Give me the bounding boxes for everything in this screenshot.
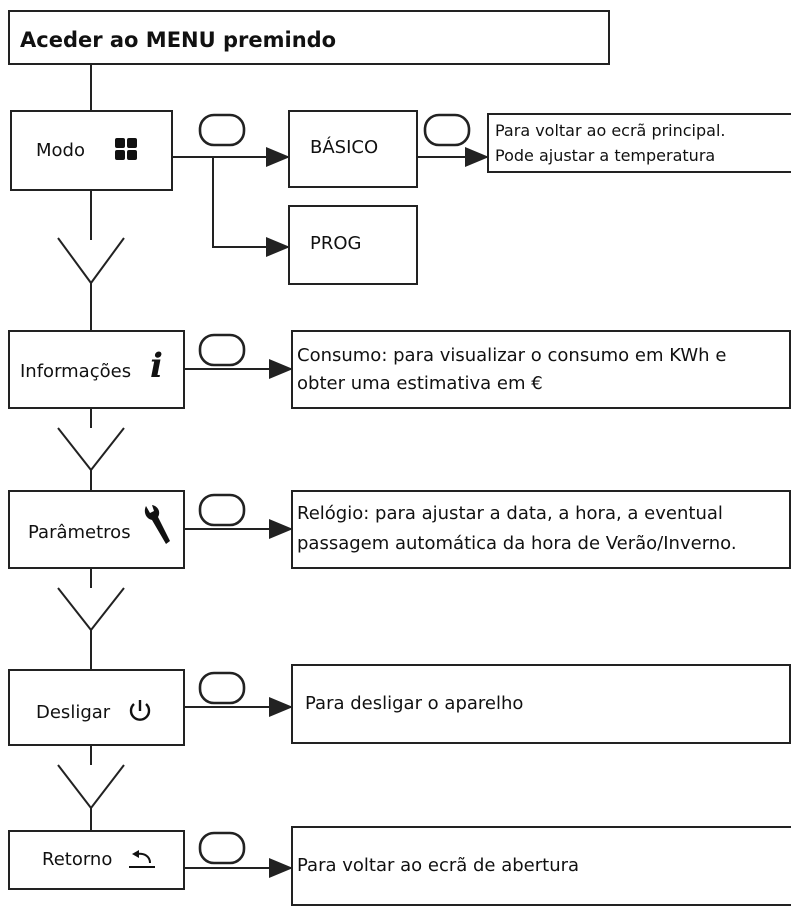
power-icon (129, 700, 151, 721)
oval-button-icon (198, 113, 246, 147)
description-line: passagem automática da hora de Verão/Inv… (297, 533, 737, 554)
chevron-down-icon (57, 427, 125, 472)
four-squares-icon (115, 138, 137, 160)
menu-item-label: Modo (36, 140, 85, 161)
menu-item-modo[interactable]: Modo (10, 110, 173, 191)
chevron-down-icon (57, 237, 125, 285)
oval-button-icon (198, 493, 246, 527)
parametros-description-box: Relógio: para ajustar a data, a hora, a … (291, 490, 791, 569)
retorno-description-box: Para voltar ao ecrã de abertura (291, 826, 791, 906)
submenu-prog[interactable]: PROG (288, 205, 418, 285)
menu-item-label: Retorno (42, 849, 113, 870)
oval-button-icon (423, 113, 471, 147)
chevron-down-icon (57, 587, 125, 632)
description-line: Relógio: para ajustar a data, a hora, a … (297, 503, 723, 524)
oval-button-icon (198, 831, 246, 865)
menu-item-label: Desligar (36, 702, 111, 723)
description-line: Para voltar ao ecrã principal. (495, 121, 726, 140)
oval-button-icon (198, 671, 246, 705)
menu-header-title: Aceder ao MENU premindo (20, 28, 337, 52)
description-line: Para voltar ao ecrã de abertura (297, 855, 580, 876)
return-arrow-icon (129, 850, 155, 868)
menu-item-parametros[interactable]: Parâmetros (8, 490, 185, 569)
oval-button-icon (198, 333, 246, 367)
submenu-label: PROG (310, 233, 362, 254)
wrench-icon (144, 505, 170, 544)
menu-item-label: Informações (20, 361, 132, 382)
menu-item-informacoes[interactable]: Informações i (8, 330, 185, 409)
basico-description-box: Para voltar ao ecrã principal. Pode ajus… (487, 113, 791, 173)
info-i-icon: i (150, 346, 163, 386)
informacoes-description-box: Consumo: para visualizar o consumo em KW… (291, 330, 791, 409)
menu-item-desligar[interactable]: Desligar (8, 669, 185, 746)
submenu-label: BÁSICO (310, 137, 379, 158)
menu-header-box: Aceder ao MENU premindo (8, 10, 610, 65)
menu-item-label: Parâmetros (28, 522, 131, 543)
desligar-description-box: Para desligar o aparelho (291, 664, 791, 744)
submenu-basico[interactable]: BÁSICO (288, 110, 418, 188)
description-line: Para desligar o aparelho (305, 693, 524, 714)
description-line: obter uma estimativa em € (297, 373, 543, 394)
menu-item-retorno[interactable]: Retorno (8, 830, 185, 890)
description-line: Pode ajustar a temperatura (495, 146, 716, 165)
arrow-right-icon (212, 157, 290, 257)
chevron-down-icon (57, 764, 125, 810)
description-line: Consumo: para visualizar o consumo em KW… (297, 345, 727, 366)
